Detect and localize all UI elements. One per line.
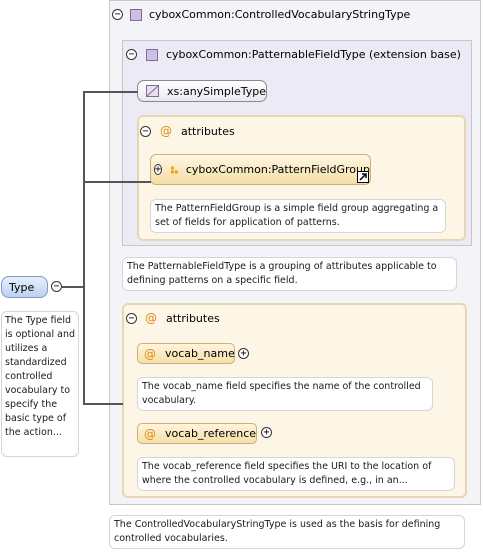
attribute-name: vocab_reference bbox=[165, 427, 257, 440]
attribute-icon: @ bbox=[160, 124, 172, 138]
expand-icon[interactable]: + bbox=[238, 348, 249, 359]
attributes-header: − @ attributes bbox=[126, 311, 220, 325]
attribute-description: The vocab_reference field specifies the … bbox=[137, 457, 455, 491]
expand-icon[interactable]: + bbox=[261, 427, 272, 438]
outer-type-description: The ControlledVocabularyStringType is us… bbox=[109, 515, 465, 549]
attribute-name: vocab_name bbox=[165, 347, 235, 360]
connector-line bbox=[83, 91, 138, 93]
attribute-icon: @ bbox=[144, 346, 156, 361]
element-name: Type bbox=[9, 280, 35, 294]
attribute-description: The vocab_name field specifies the name … bbox=[137, 377, 433, 411]
pattern-field-group-pill[interactable]: + cyboxCommon:PatternFieldGroup bbox=[150, 154, 371, 185]
collapse-icon[interactable]: − bbox=[126, 49, 137, 60]
outer-type-title: cyboxCommon:ControlledVocabularyStringTy… bbox=[149, 8, 411, 21]
base-type-pill[interactable]: xs:anySimpleType bbox=[137, 80, 267, 102]
connector-line bbox=[83, 403, 123, 405]
complex-type-icon bbox=[130, 8, 142, 21]
collapse-icon[interactable]: − bbox=[140, 125, 151, 137]
base-type-label: xs:anySimpleType bbox=[167, 84, 266, 98]
expand-icon[interactable]: + bbox=[154, 164, 163, 175]
attribute-vocab-reference[interactable]: @ vocab_reference bbox=[137, 423, 257, 444]
link-arrow-icon[interactable] bbox=[357, 171, 369, 183]
complex-type-icon bbox=[146, 48, 158, 61]
extension-attributes-header: − @ attributes bbox=[140, 124, 235, 138]
attributes-label: attributes bbox=[166, 311, 220, 325]
attribute-icon: @ bbox=[145, 311, 157, 325]
attribute-group-icon bbox=[171, 166, 178, 173]
collapse-icon[interactable]: − bbox=[126, 312, 137, 324]
element-description: The Type field is optional and utilizes … bbox=[1, 311, 79, 457]
extension-description: The PatternableFieldType is a grouping o… bbox=[122, 257, 457, 291]
attribute-icon: @ bbox=[144, 426, 156, 441]
attributes-label: attributes bbox=[181, 124, 235, 138]
collapse-icon[interactable]: − bbox=[112, 9, 123, 20]
group-name: cyboxCommon:PatternFieldGroup bbox=[185, 163, 370, 176]
collapse-icon[interactable]: − bbox=[51, 281, 62, 292]
extension-header: − cyboxCommon:PatternableFieldType (exte… bbox=[126, 48, 461, 61]
connector-line bbox=[62, 286, 84, 288]
group-description: The PatternFieldGroup is a simple field … bbox=[150, 199, 446, 233]
extension-title: cyboxCommon:PatternableFieldType (extens… bbox=[166, 48, 461, 61]
attribute-vocab-name[interactable]: @ vocab_name bbox=[137, 343, 235, 364]
connector-line bbox=[83, 181, 151, 183]
simple-type-icon bbox=[146, 85, 159, 97]
outer-type-header: − cyboxCommon:ControlledVocabularyString… bbox=[112, 8, 410, 21]
element-type-pill[interactable]: Type bbox=[1, 276, 48, 298]
connector-line bbox=[83, 91, 85, 405]
